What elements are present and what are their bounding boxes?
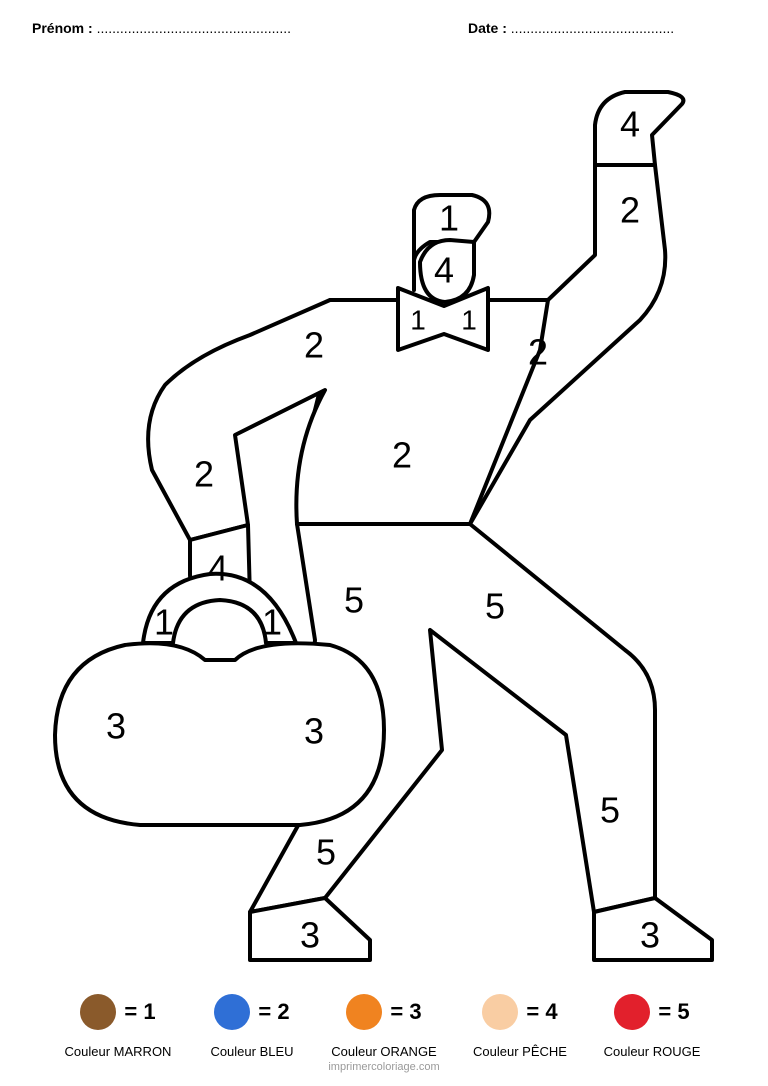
leg-right-region[interactable] <box>248 522 657 914</box>
leg-right-upper-number: 5 <box>485 586 505 627</box>
face-number: 4 <box>434 250 454 291</box>
hand-raised-region[interactable] <box>593 90 686 167</box>
handle-right-number: 1 <box>262 602 282 643</box>
shoe-right-region[interactable] <box>592 896 714 962</box>
date-label: Date : <box>468 20 507 36</box>
legend-item-3: = 3 Couleur ORANGE <box>314 992 454 1059</box>
legend-label-5: Couleur ROUGE <box>603 1044 701 1059</box>
face-region[interactable] <box>418 238 476 304</box>
bowtie-left-number: 1 <box>410 305 426 336</box>
leg-right-lower-number: 5 <box>600 790 620 831</box>
shoe-left-region[interactable] <box>248 896 372 962</box>
color-swatch-5 <box>614 994 651 1030</box>
torso-number: 2 <box>392 435 412 476</box>
legend-item-5: = 5 Couleur ROUGE <box>582 992 722 1059</box>
color-swatch-3 <box>346 994 383 1030</box>
shoe-left-number: 3 <box>300 915 320 956</box>
name-label: Prénom : <box>32 20 93 36</box>
bag-left-number: 3 <box>106 706 126 747</box>
hand-left-number: 4 <box>208 548 228 589</box>
shoe-right-number: 3 <box>640 915 660 956</box>
hair-number: 1 <box>439 198 459 239</box>
date-field[interactable]: Date : .................................… <box>468 20 674 36</box>
name-dots: ........................................… <box>96 20 292 36</box>
leg-left-lower-number: 5 <box>316 832 336 873</box>
leg-left-upper-number: 5 <box>344 580 364 621</box>
legend-number-3: = 3 <box>390 999 422 1024</box>
footer-site: imprimercoloriage.com <box>328 1061 440 1073</box>
color-swatch-2 <box>214 994 251 1030</box>
color-legend: = 1 Couleur MARRON = 2 Couleur BLEU = 3 … <box>0 992 768 1062</box>
legend-number-4: = 4 <box>526 999 558 1024</box>
color-swatch-4 <box>482 994 519 1030</box>
legend-number-5: = 5 <box>658 999 690 1024</box>
legend-label-1: Couleur MARRON <box>64 1044 172 1059</box>
legend-item-2: = 2 Couleur BLEU <box>182 992 322 1059</box>
shoulder-right-number: 2 <box>528 332 548 373</box>
legend-number-2: = 2 <box>258 999 290 1024</box>
legend-label-4: Couleur PÊCHE <box>473 1044 567 1059</box>
arm-left-number: 2 <box>194 454 214 495</box>
bowtie-region[interactable] <box>396 286 490 352</box>
legend-label-2: Couleur BLEU <box>210 1044 294 1059</box>
hair-region[interactable] <box>412 193 492 292</box>
bag-region[interactable] <box>53 641 386 827</box>
legend-item-4: = 4 Couleur PÊCHE <box>450 992 590 1059</box>
legend-number-1: = 1 <box>124 999 156 1024</box>
arm-raised-number: 2 <box>620 190 640 231</box>
color-swatch-1 <box>80 994 117 1030</box>
torso-region[interactable] <box>146 298 550 542</box>
date-dots: ........................................… <box>510 20 675 36</box>
handle-left-number: 1 <box>154 602 174 643</box>
legend-label-3: Couleur ORANGE <box>331 1044 437 1059</box>
legend-item-1: = 1 Couleur MARRON <box>48 992 188 1059</box>
bag-right-number: 3 <box>304 711 324 752</box>
hand-raised-number: 4 <box>620 104 640 145</box>
shoulder-left-number: 2 <box>304 325 324 366</box>
bag-handle-region[interactable] <box>141 571 298 645</box>
coloring-drawing: 4 2 1 4 1 1 2 2 2 2 4 1 1 3 3 5 5 5 5 3 … <box>53 90 714 962</box>
name-field[interactable]: Prénom : ...............................… <box>32 20 291 36</box>
bowtie-right-number: 1 <box>461 305 477 336</box>
